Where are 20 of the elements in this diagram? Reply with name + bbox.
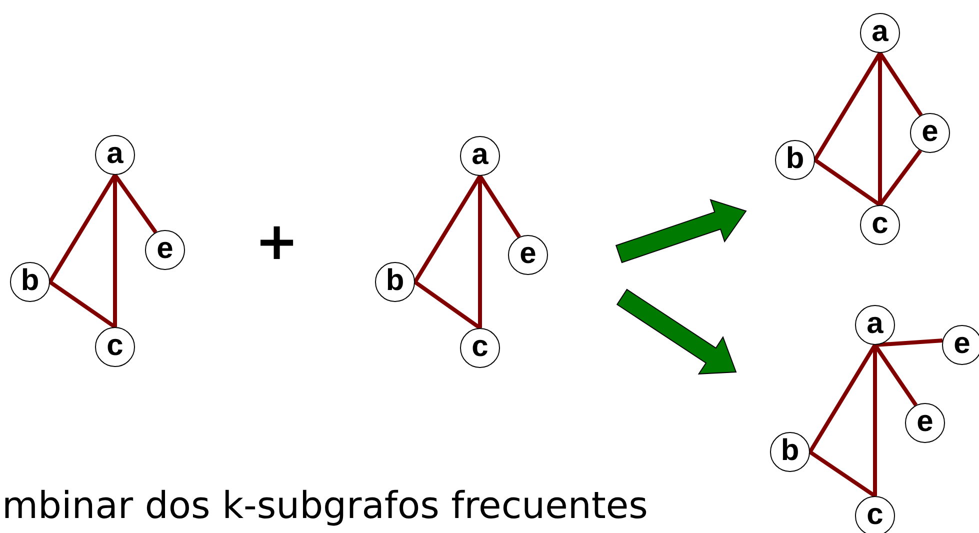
graph-vertex: b (770, 432, 810, 472)
graph-vertex: b (375, 262, 415, 302)
graph-vertex: c (860, 205, 900, 245)
graph-vertex: e (942, 325, 979, 365)
graph-edge (874, 338, 943, 347)
graph-vertex: a (855, 305, 895, 345)
graph-vertex: a (460, 136, 500, 176)
graph-vertex: e (905, 403, 945, 443)
graph-vertex: c (855, 496, 895, 533)
plus-sign: + (255, 212, 299, 272)
graph-vertex: e (508, 235, 548, 275)
graph-vertex: b (775, 140, 815, 180)
graph-vertex: a (95, 135, 135, 175)
graph-vertex: e (910, 113, 950, 153)
graph-vertex: b (10, 262, 50, 302)
graph-vertex: e (145, 230, 185, 270)
graph-vertex: c (95, 327, 135, 367)
graph-vertex: a (860, 13, 900, 53)
caption-text: mbinar dos k-subgrafos frecuentes (2, 484, 648, 527)
graph-vertex: c (460, 328, 500, 368)
